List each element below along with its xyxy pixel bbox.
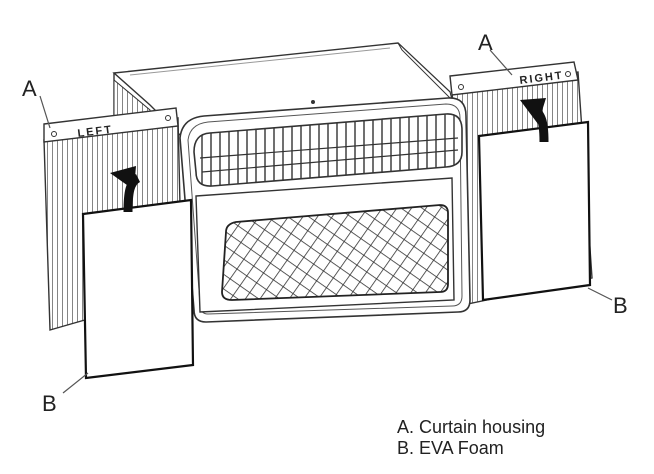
callout-a-right: A	[478, 30, 493, 55]
callout-b-left: B	[42, 391, 57, 416]
intake-grille	[195, 177, 455, 313]
air-vent-louvers	[193, 113, 463, 187]
legend-item-b: B. EVA Foam	[397, 438, 504, 458]
curtain-label-left: LEFT	[77, 124, 114, 140]
left-eva-foam	[81, 198, 195, 380]
legend: A. Curtain housing B. EVA Foam	[397, 417, 545, 459]
right-eva-foam	[477, 120, 592, 302]
legend-item-a: A. Curtain housing	[397, 417, 546, 437]
callout-a-left: A	[22, 76, 37, 101]
callout-b-right: B	[613, 293, 628, 318]
leader-lines	[39, 49, 613, 394]
right-insert-arrow	[520, 98, 549, 143]
curtain-label-right: RIGHT	[519, 70, 564, 87]
left-insert-arrow	[110, 166, 141, 213]
